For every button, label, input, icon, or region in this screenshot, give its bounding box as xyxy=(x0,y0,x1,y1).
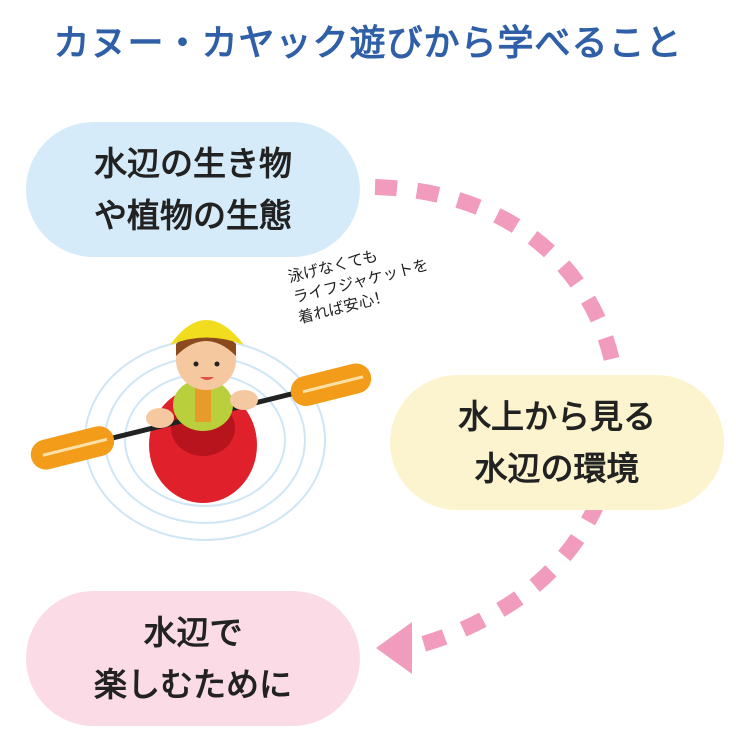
box-top-line2: や植物の生態 xyxy=(94,195,292,235)
mouth xyxy=(200,377,214,380)
face xyxy=(176,330,236,390)
box-middle-line1: 水上から見る xyxy=(458,397,656,437)
left-hand xyxy=(146,408,174,428)
right-hand xyxy=(230,390,258,410)
page-title: カヌー・カヤック遊びから学べること xyxy=(53,23,683,64)
helmet xyxy=(170,320,244,345)
paddle-blade-left xyxy=(30,426,115,470)
left-eye xyxy=(193,361,199,367)
right-eye xyxy=(214,361,220,367)
box-enjoy-safely: 水辺で 楽しむために xyxy=(26,591,360,726)
box-middle-line2: 水辺の環境 xyxy=(474,448,640,488)
box-bottom-line2: 楽しむために xyxy=(94,664,292,704)
life-jacket-strap xyxy=(195,388,211,422)
arrow-head xyxy=(376,622,412,674)
paddle-blade-right xyxy=(290,363,372,407)
box-water-environment: 水上から見る 水辺の環境 xyxy=(390,375,724,510)
box-top-line1: 水辺の生き物 xyxy=(94,144,292,184)
box-bottom-line1: 水辺で xyxy=(143,613,243,653)
box-wildlife-ecology: 水辺の生き物 や植物の生態 xyxy=(26,122,360,257)
